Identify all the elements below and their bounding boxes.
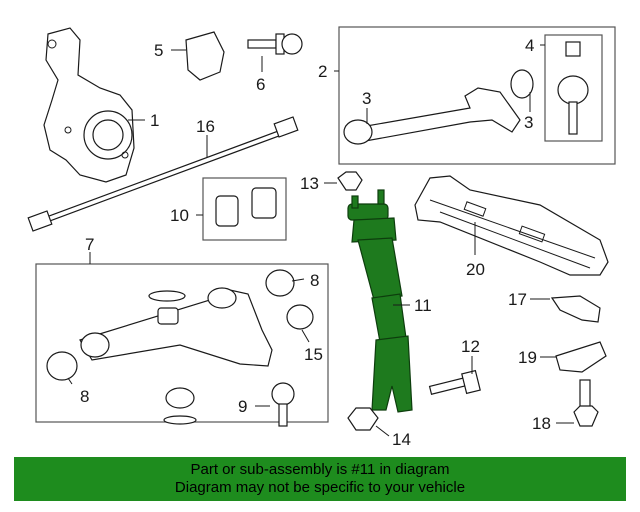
- bushing-pair-part: [215, 187, 277, 227]
- callout-5: 5: [154, 41, 163, 60]
- callout-2: 2: [318, 62, 327, 81]
- callout-17: 17: [508, 290, 527, 309]
- bolt-18-part: [573, 379, 599, 427]
- upper-ball-joint-part: [557, 41, 589, 135]
- lower-control-arm-part: [79, 287, 273, 367]
- callout-7: 7: [85, 235, 94, 254]
- upper-control-arm-part: [343, 69, 534, 145]
- leader-lines: [67, 44, 574, 437]
- shock-bolt-part: [428, 369, 481, 395]
- bushing-8-lower-part: [46, 351, 78, 381]
- notice-line-1: Part or sub-assembly is #11 in diagram: [190, 461, 450, 478]
- callout-3a: 3: [362, 89, 371, 108]
- frame-crossmember-part: [414, 175, 609, 276]
- callout-14: 14: [392, 430, 411, 449]
- callout-1: 1: [150, 111, 159, 130]
- callout-11: 11: [414, 296, 432, 315]
- stabilizer-link-part: [27, 116, 299, 232]
- callout-9: 9: [238, 397, 247, 416]
- bracket-19-part: [555, 341, 607, 373]
- washer-stack-part: [148, 290, 197, 425]
- callout-16: 16: [196, 117, 215, 136]
- lower-ball-joint-part: [271, 382, 295, 427]
- callout-13: 13: [300, 174, 319, 193]
- callout-8a: 8: [310, 271, 319, 290]
- bushing-15-part: [286, 304, 314, 330]
- callout-8b: 8: [80, 387, 89, 406]
- callout-12: 12: [461, 337, 480, 356]
- diagram-notice-banner: Part or sub-assembly is #11 in diagram D…: [14, 457, 626, 501]
- callout-19: 19: [518, 348, 537, 367]
- cam-bolt-part: [247, 33, 303, 55]
- callout-4: 4: [525, 36, 534, 55]
- callout-6: 6: [256, 75, 265, 94]
- callout-15: 15: [304, 345, 323, 364]
- steering-knuckle-part: [43, 27, 135, 183]
- shock-absorber-part: [347, 189, 413, 413]
- bracket-17-part: [550, 295, 601, 323]
- parts-diagram: 1 2 3 3 4 5 6 7 8 8 9 10 11 12 13 14 15 …: [27, 26, 616, 449]
- dust-shield-part: [185, 31, 225, 81]
- notice-line-2: Diagram may not be specific to your vehi…: [174, 479, 466, 496]
- callout-20: 20: [466, 260, 485, 279]
- bushing-8-upper-part: [265, 269, 295, 297]
- lower-nut-part: [347, 407, 379, 431]
- callout-18: 18: [532, 414, 551, 433]
- upper-nut-part: [337, 171, 363, 191]
- callout-10: 10: [170, 206, 189, 225]
- callout-3b: 3: [524, 113, 533, 132]
